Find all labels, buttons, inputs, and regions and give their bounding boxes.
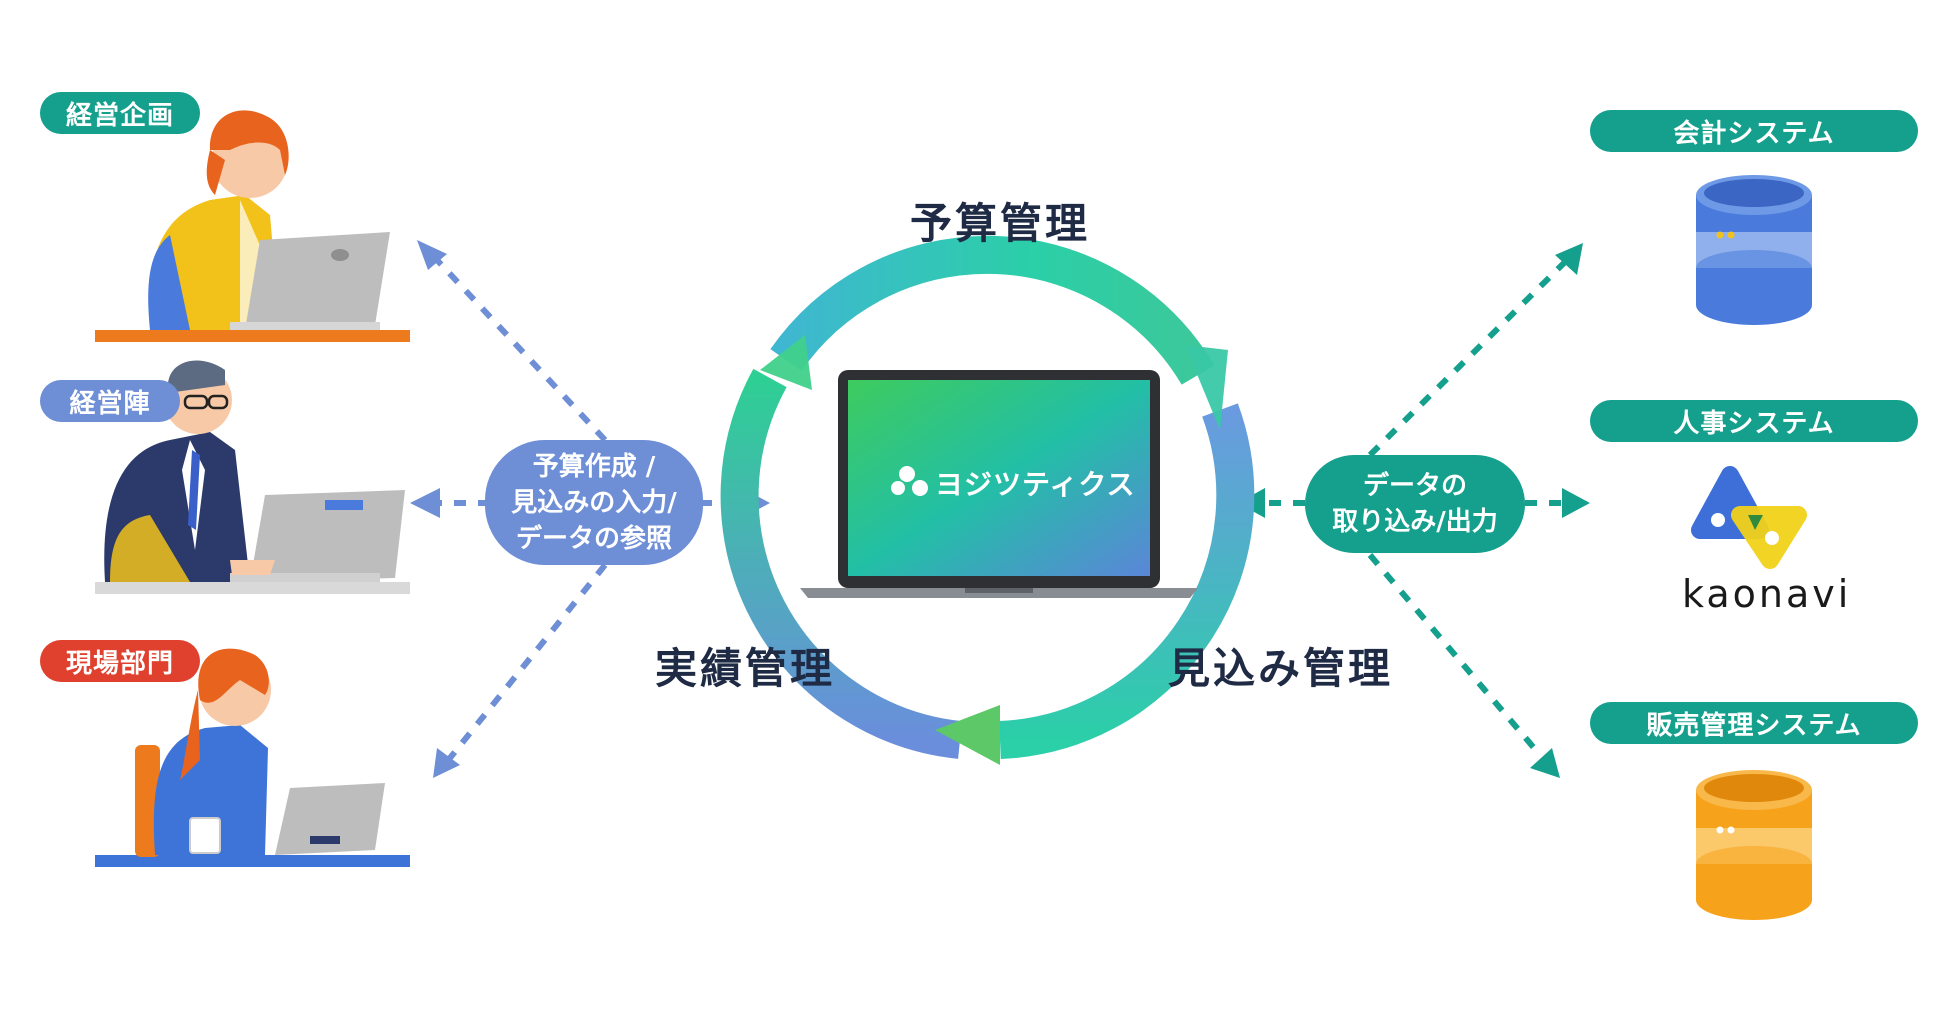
label-accounting-system: 会計システム <box>1590 110 1918 152</box>
cycle-arrowheads <box>760 335 1228 765</box>
cycle-label-actuals: 実績管理 <box>655 644 836 693</box>
right-hub-line-1: データの <box>1362 471 1467 501</box>
right-arrowheads <box>1238 243 1590 778</box>
right-hub-line-2: 取り込み/出力 <box>1332 507 1498 537</box>
kaonavi-wordmark: kaonavi <box>1682 572 1852 616</box>
laptop-icon <box>800 370 1198 598</box>
left-hub-line-3: データの参照 <box>515 523 672 554</box>
left-hub-line-1: 予算作成 / <box>532 451 656 482</box>
person-planning-icon <box>95 110 410 342</box>
label-field: 現場部門 <box>40 640 200 682</box>
screen-logo-text: ヨジツティクス <box>935 468 1136 501</box>
label-hr-system: 人事システム <box>1590 400 1918 442</box>
right-hub-import-export: データの 取り込み/出力 <box>1305 455 1525 553</box>
left-connector-arrows <box>434 257 745 760</box>
label-executives: 経営陣 <box>40 380 180 422</box>
label-planning: 経営企画 <box>40 92 200 134</box>
database-icon-sales <box>1696 770 1812 920</box>
cycle-label-budget: 予算管理 <box>910 199 1091 248</box>
label-sales-system: 販売管理システム <box>1590 702 1918 744</box>
left-hub-line-2: 見込みの入力/ <box>511 487 677 518</box>
screen-logo-icon <box>891 466 928 496</box>
person-executive-icon <box>95 360 410 594</box>
database-icon-accounting <box>1696 175 1812 325</box>
left-hub-input-reference: 予算作成 / 見込みの入力/ データの参照 <box>485 440 703 565</box>
person-field-icon <box>95 648 410 867</box>
right-connector-arrows <box>1262 259 1568 757</box>
kaonavi-logo-icon <box>1691 466 1807 569</box>
cycle-label-forecast: 見込み管理 <box>1168 644 1394 693</box>
cycle-ring <box>720 235 1255 759</box>
